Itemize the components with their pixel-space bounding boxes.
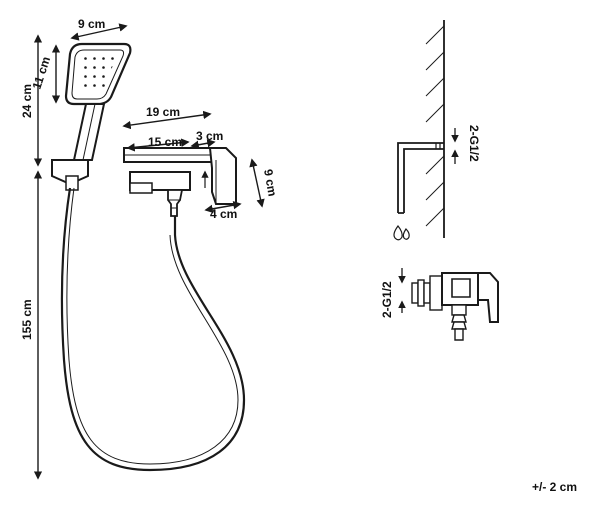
- wall-detail: [393, 20, 459, 241]
- valve-height-label: 9 cm: [261, 168, 280, 197]
- spout-body-label: 15 cm: [148, 135, 182, 149]
- fitting-lever: [477, 272, 499, 323]
- spout-total-label: 19 cm: [146, 105, 180, 119]
- hand-shower: [51, 42, 246, 472]
- head-width-arrow: [70, 23, 128, 41]
- valve-width-label: 4 cm: [210, 207, 237, 221]
- valve-height-arrow: [249, 158, 265, 208]
- spout-body-arrow: [126, 138, 190, 152]
- supply-pipe: [397, 142, 444, 214]
- fitting-detail: [398, 268, 499, 341]
- wall-thread-label: 2-G1/2: [467, 125, 481, 162]
- shower-head-face: [71, 49, 125, 100]
- water-drops-icon: [393, 225, 410, 241]
- wall-hatching: [425, 25, 445, 227]
- spout-tip-arrow: [190, 139, 216, 149]
- fitting-thread-label: 2-G1/2: [380, 281, 394, 318]
- hose-nozzle: [451, 304, 467, 341]
- spout-total-arrow: [122, 110, 212, 130]
- threaded-connector: [411, 275, 443, 311]
- head-width-label: 9 cm: [78, 17, 105, 31]
- bath-mixer: [123, 147, 237, 217]
- dimension-lines: [33, 23, 265, 480]
- handle-length-label: 24 cm: [20, 84, 34, 118]
- shower-hose: [60, 187, 246, 472]
- valve-width-arrow: [204, 201, 242, 213]
- tolerance-note: +/- 2 cm: [532, 480, 577, 494]
- spout-tip-label: 3 cm: [196, 129, 223, 143]
- hose-length-label: 155 cm: [20, 299, 34, 340]
- mixer-valve: [208, 147, 237, 205]
- shower-head-nozzles: [79, 55, 117, 91]
- wall-holder: [51, 159, 89, 186]
- hose-outlet: [167, 189, 184, 217]
